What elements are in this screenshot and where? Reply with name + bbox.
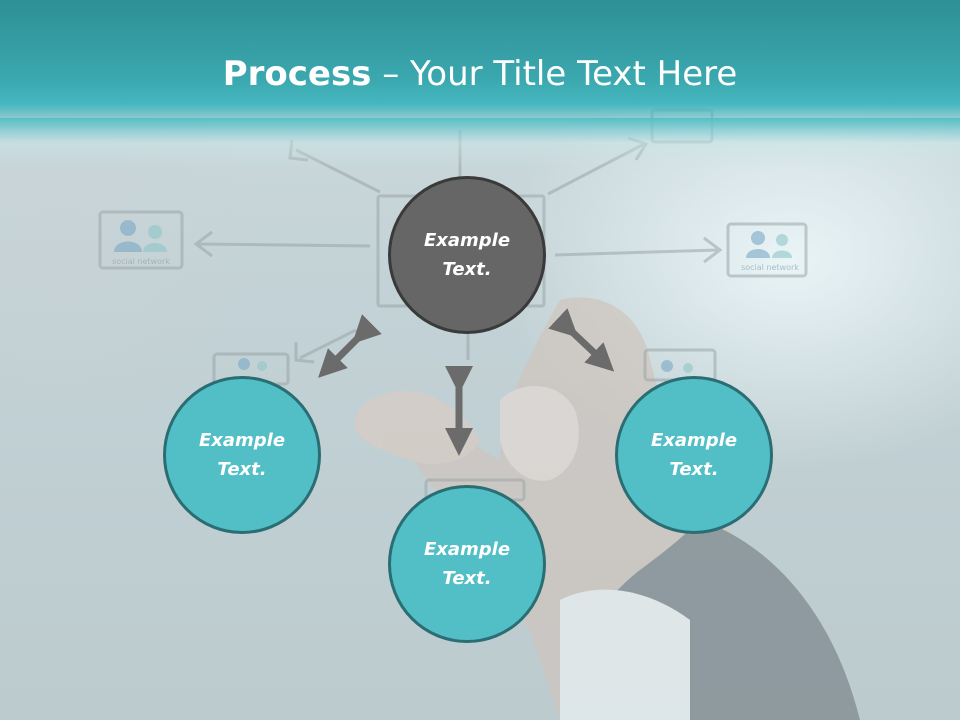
social-network-label-right: social network [741, 263, 799, 272]
node-center-text: Example Text. [423, 230, 511, 280]
title-bold: Process [222, 54, 372, 94]
social-network-label-left: social network [112, 257, 170, 266]
social-network-icons [114, 220, 792, 373]
node-right-text: Example Text. [650, 430, 738, 480]
node-bottom: Example Text. [388, 485, 546, 643]
node-right: Example Text. [615, 376, 773, 534]
title-rest: – Your Title Text Here [371, 54, 738, 94]
hand-illustration [354, 297, 860, 720]
arrow-center-left [318, 314, 382, 378]
node-left-text: Example Text. [198, 430, 286, 480]
arrow-center-right [548, 308, 615, 372]
node-center: Example Text. [388, 176, 546, 334]
page-title: Process – Your Title Text Here [0, 52, 960, 96]
node-bottom-text: Example Text. [423, 539, 511, 589]
title-bar-fade [0, 118, 960, 168]
node-left: Example Text. [163, 376, 321, 534]
title-bar [0, 0, 960, 130]
